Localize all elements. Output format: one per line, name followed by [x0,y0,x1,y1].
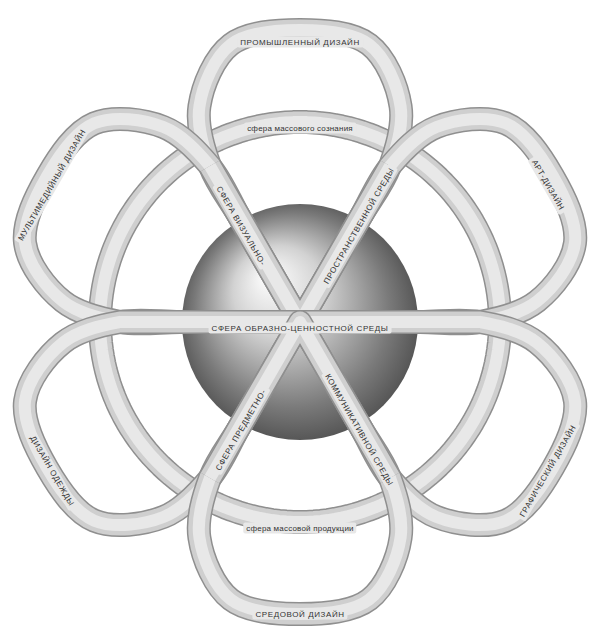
band-label: ПРОСТРАНСТВЕННОЙ СРЕДЫ [320,163,399,288]
band-stroke [25,320,300,525]
band-stroke [199,30,402,322]
band-label: АРТ-ДИЗАЙН [527,155,568,215]
band-stroke [199,322,402,614]
band-label: МУЛЬТИМЕДИЙНЫЙ ДИЗАЙН [14,125,90,246]
band-label: СРЕДОВОЙ ДИЗАЙН [252,609,347,620]
band-stroke [300,119,575,324]
band-label: сфера массовой продукции [243,523,356,534]
band-stroke [25,119,300,324]
band-stroke [300,119,575,324]
band-label: КОММУНИКАТИВНОЙ СРЕДЫ [321,370,397,491]
band-stroke [100,122,500,522]
band-stroke [300,320,575,525]
band-stroke [199,322,402,614]
band-stroke [25,320,300,525]
band-label: сфера массового сознания [244,123,356,134]
band-label: СФЕРА ПРЕДМЕТНО- [212,385,271,476]
band-stroke [210,166,390,322]
band-stroke [199,30,402,322]
band-stroke [300,320,575,525]
band-stroke [100,122,500,522]
band-stroke [199,30,402,322]
band-stroke [210,322,390,478]
band-stroke [210,166,390,322]
band-stroke [25,320,300,525]
band-stroke [300,119,575,324]
band-label: ПРОМЫШЛЕННЫЙ ДИЗАЙН [237,37,363,48]
sphere [182,204,418,440]
band-stroke [120,310,480,334]
band-stroke [25,119,300,324]
band-stroke [199,322,402,614]
band-label: СФЕРА ОБРАЗНО-ЦЕННОСТНОЙ СРЕДЫ [209,323,392,334]
band-stroke [120,312,480,333]
band-label: СФЕРА ВИЗУАЛЬНО- [212,181,270,270]
band-stroke [210,322,390,478]
band-stroke [120,316,480,328]
band-label: ГРАФИЧЕСКИЙ ДИЗАЙН [515,420,580,521]
band-stroke [300,320,575,525]
band-stroke [210,166,390,322]
band-stroke [210,322,390,478]
band-stroke [25,119,300,324]
band-label: ДИЗАЙН ОДЕЖДЫ [26,431,78,511]
band-stroke [100,122,500,522]
